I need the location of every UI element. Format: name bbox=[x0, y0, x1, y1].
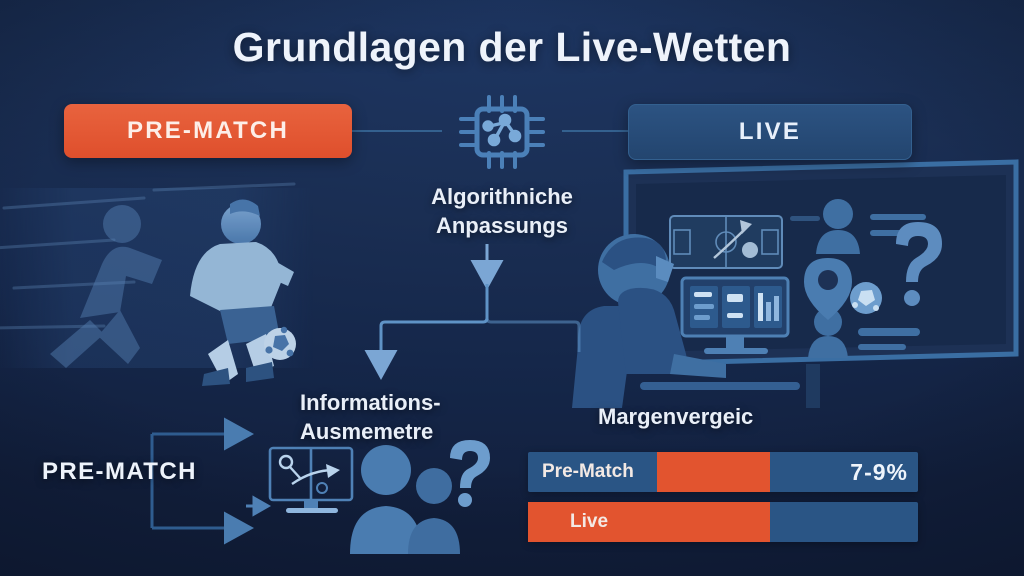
soccer-players-silhouette-illustration bbox=[0, 182, 314, 386]
monitor-people-question-illustration bbox=[246, 440, 490, 554]
chip-caption-line2: Anpassungs bbox=[435, 213, 569, 239]
bar-label: Live bbox=[570, 511, 609, 532]
connector-line-right bbox=[562, 130, 628, 132]
pill-pre-match[interactable]: PRE-MATCH bbox=[64, 104, 352, 158]
bar-fill bbox=[656, 452, 770, 492]
margin-bar-chart: Pre-Match 7-9% Live bbox=[528, 452, 918, 552]
table-row[interactable]: Pre-Match 7-9% bbox=[528, 452, 918, 492]
prematch-label: PRE-MATCH bbox=[42, 458, 197, 485]
info-caption-line2: Ausmemetre bbox=[300, 419, 434, 445]
margin-chart-title: Margenvergeic bbox=[598, 404, 754, 429]
pill-live[interactable]: LIVE bbox=[628, 104, 912, 160]
analyst-watching-screen-illustration bbox=[572, 159, 1019, 408]
info-caption: Informations- Ausmemetre bbox=[300, 388, 530, 447]
chip-caption-line1: Algorithniche bbox=[431, 184, 573, 209]
bar-label: Pre-Match bbox=[542, 461, 634, 482]
chip-caption: Algorithniche Anpassungs bbox=[362, 182, 642, 240]
page-title: Grundlagen der Live-Wetten bbox=[232, 24, 792, 70]
connector-line-left bbox=[352, 130, 442, 132]
table-row[interactable]: Live bbox=[528, 502, 918, 542]
bar-value: 7-9% bbox=[850, 458, 908, 485]
bar-fill bbox=[528, 502, 770, 542]
info-caption-line1: Informations- bbox=[300, 390, 441, 415]
cpu-chip-network-icon bbox=[459, 95, 545, 169]
